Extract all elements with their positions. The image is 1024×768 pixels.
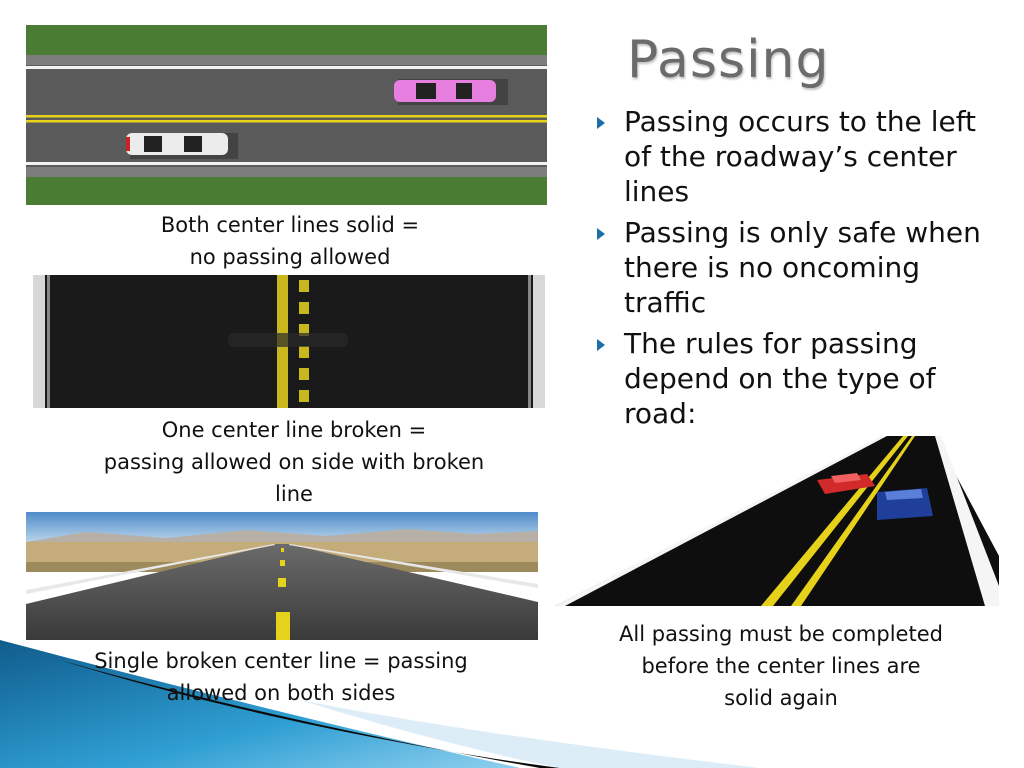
bullet-arrow-icon [597,228,605,240]
road-image-solid-lines [26,25,547,205]
caption-line: solid again [724,686,838,710]
bullet-text: Passing occurs to the left of the roadwa… [624,105,977,208]
bullet-text: The rules for passing depend on the type… [624,327,936,430]
caption-one-broken: One center line broken = passing allowed… [26,414,562,510]
caption-line: All passing must be completed [619,622,943,646]
caption-line: no passing allowed [189,245,391,269]
red-car-icon [817,473,875,494]
slide-title: Passing [627,30,830,90]
bullet-arrow-icon [597,117,605,129]
caption-completion: All passing must be completed before the… [555,618,1007,714]
white-car-icon [126,133,238,159]
bullet-item: Passing occurs to the left of the roadwa… [592,104,992,209]
caption-line: allowed on both sides [166,681,396,705]
caption-line: passing allowed on side with broken [103,450,485,474]
caption-solid-lines: Both center lines solid = no passing all… [26,209,554,273]
caption-single-broken: Single broken center line = passing allo… [26,645,536,709]
caption-line: before the center lines are [641,654,921,678]
bullet-arrow-icon [597,339,605,351]
pink-car-icon [394,79,508,105]
caption-line: Single broken center line = passing [94,649,468,673]
road-image-perspective [555,436,999,606]
decorative-swoosh [0,640,760,768]
bullet-item: Passing is only safe when there is no on… [592,215,992,320]
road-image-one-broken [33,275,545,408]
blue-car-icon [877,488,933,520]
bullet-item: The rules for passing depend on the type… [592,326,992,431]
caption-line: Both center lines solid = [160,213,420,237]
bullet-list: Passing occurs to the left of the roadwa… [592,104,992,437]
road-image-single-broken [26,512,538,640]
bullet-text: Passing is only safe when there is no on… [624,216,981,319]
caption-line: One center line broken = [161,418,427,442]
caption-line: line [275,482,313,506]
